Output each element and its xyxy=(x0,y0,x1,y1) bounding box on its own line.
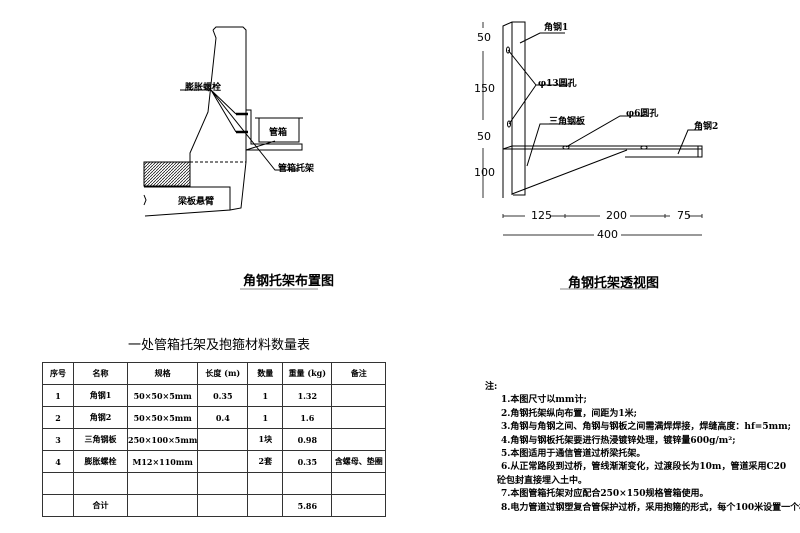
table-header-row: 序号 名称 规格 长度 (m) 数量 重量 (kg) 备注 xyxy=(42,362,387,385)
label-bolt: 膨胀螺栓 xyxy=(185,83,222,93)
table-cell: 合计 xyxy=(73,494,128,517)
label-hole6: φ6圆孔 xyxy=(626,109,659,119)
table-cell: 1.32 xyxy=(282,384,333,407)
table-cell: 0.35 xyxy=(197,384,249,407)
table-cell: 4 xyxy=(42,450,74,473)
table-cell xyxy=(331,406,387,429)
table-cell xyxy=(247,472,284,495)
table-row xyxy=(42,472,387,495)
note-item: 8.电力管道过钢塑复合管保护过桥，采用抱箍的形式，每个100米设置一个检修口。 xyxy=(501,502,800,513)
layout-caption: 角钢托架布置图 xyxy=(243,274,335,289)
note-item: 5.本图适用于通信管道过桥梁托架。 xyxy=(501,449,646,460)
label-angle2: 角钢2 xyxy=(694,122,719,132)
table-cell xyxy=(197,494,249,517)
table-cell: 2套 xyxy=(247,450,284,473)
table-cell xyxy=(126,472,199,495)
table-cell: 含螺母、垫圈 xyxy=(331,450,387,473)
table-cell xyxy=(331,472,387,495)
dim-h2: 200 xyxy=(606,209,627,222)
note-item: 4.角钢与钢板托架要进行热浸镀锌处理，镀锌量600g/m²; xyxy=(501,435,736,446)
table-cell: 角钢2 xyxy=(73,406,128,429)
label-cantilever: 梁板悬臂 xyxy=(178,197,215,207)
table-cell xyxy=(331,494,387,517)
header-cell: 序号 xyxy=(42,362,74,385)
dim-v1: 50 xyxy=(477,31,491,44)
label-box: 管箱 xyxy=(269,128,288,138)
table-cell xyxy=(42,472,74,495)
table-cell: 50×50×5mm xyxy=(126,406,199,429)
table-cell: 2 xyxy=(42,406,74,429)
dim-h3: 75 xyxy=(677,209,691,222)
table-cell: 5.86 xyxy=(282,494,333,517)
dim-v4: 100 xyxy=(474,166,495,179)
notes: 注: 1.本图尺寸以mm计; 2.角钢托架纵向布置，间距为1米; 3.角钢与角钢之间… xyxy=(485,381,800,515)
table-cell: 0.4 xyxy=(197,406,249,429)
table-cell xyxy=(282,472,333,495)
dim-v2: 150 xyxy=(474,82,495,95)
table-cell: M12×110mm xyxy=(126,450,199,473)
table-cell: 1.6 xyxy=(282,406,333,429)
table-cell xyxy=(42,494,74,517)
notes-title: 注: xyxy=(485,382,498,392)
table-cell: 50×50×5mm xyxy=(126,384,199,407)
dim-h1: 125 xyxy=(531,209,552,222)
table-cell: 1块 xyxy=(247,428,284,451)
note-item: 3.角钢与角钢之间、角钢与钢板之间需满焊焊接，焊缝高度：hf=5mm; xyxy=(501,422,791,433)
label-angle1: 角钢1 xyxy=(544,23,569,33)
header-cell: 备注 xyxy=(331,362,387,385)
note-item: 6.从正常路段到过桥，管线渐渐变化，过渡段长为10m，管道采用C20 xyxy=(501,462,787,473)
table-cell: 角钢1 xyxy=(73,384,128,407)
label-plate: 三角钢板 xyxy=(549,117,586,127)
header-cell: 数量 xyxy=(247,362,284,385)
table-cell xyxy=(73,472,128,495)
table-cell: 0.98 xyxy=(282,428,333,451)
table-cell xyxy=(197,428,249,451)
table-cell: 1 xyxy=(247,384,284,407)
perspective-drawing xyxy=(482,21,703,290)
label-hole13: φ13圆孔 xyxy=(538,79,577,89)
note-item: 7.本图管箱托架对应配合250×150规格管箱使用。 xyxy=(501,489,709,500)
note-item: 1.本图尺寸以mm计; xyxy=(501,395,587,406)
table-cell: 1 xyxy=(42,384,74,407)
table-title: 一处管箱托架及抱箍材料数量表 xyxy=(128,338,311,353)
table-cell xyxy=(126,494,199,517)
header-cell: 长度 (m) xyxy=(197,362,249,385)
table-cell xyxy=(197,450,249,473)
header-cell: 名称 xyxy=(73,362,128,385)
header-cell: 规格 xyxy=(126,362,199,385)
table-cell xyxy=(331,428,387,451)
table-cell xyxy=(331,384,387,407)
table-cell: 三角钢板 xyxy=(73,428,128,451)
header-cell: 重量 (kg) xyxy=(282,362,333,385)
dim-total: 400 xyxy=(594,228,621,241)
table-cell: 250×100×5mm xyxy=(126,428,199,451)
dim-v3: 50 xyxy=(477,130,491,143)
table-cell: 膨胀螺栓 xyxy=(73,450,128,473)
perspective-caption: 角钢托架透视图 xyxy=(568,276,660,291)
note-item: 2.角钢托架纵向布置，间距为1米; xyxy=(501,408,637,419)
table-cell xyxy=(197,472,249,495)
note-item: 砼包封直接埋入土中。 xyxy=(497,475,588,486)
table-cell: 0.35 xyxy=(282,450,333,473)
layout-drawing xyxy=(143,26,318,290)
table-cell: 1 xyxy=(247,406,284,429)
table-cell xyxy=(247,494,284,517)
label-bracket: 管箱托架 xyxy=(278,164,315,174)
table-cell: 3 xyxy=(42,428,74,451)
table-row: 合计 5.86 xyxy=(42,494,387,517)
